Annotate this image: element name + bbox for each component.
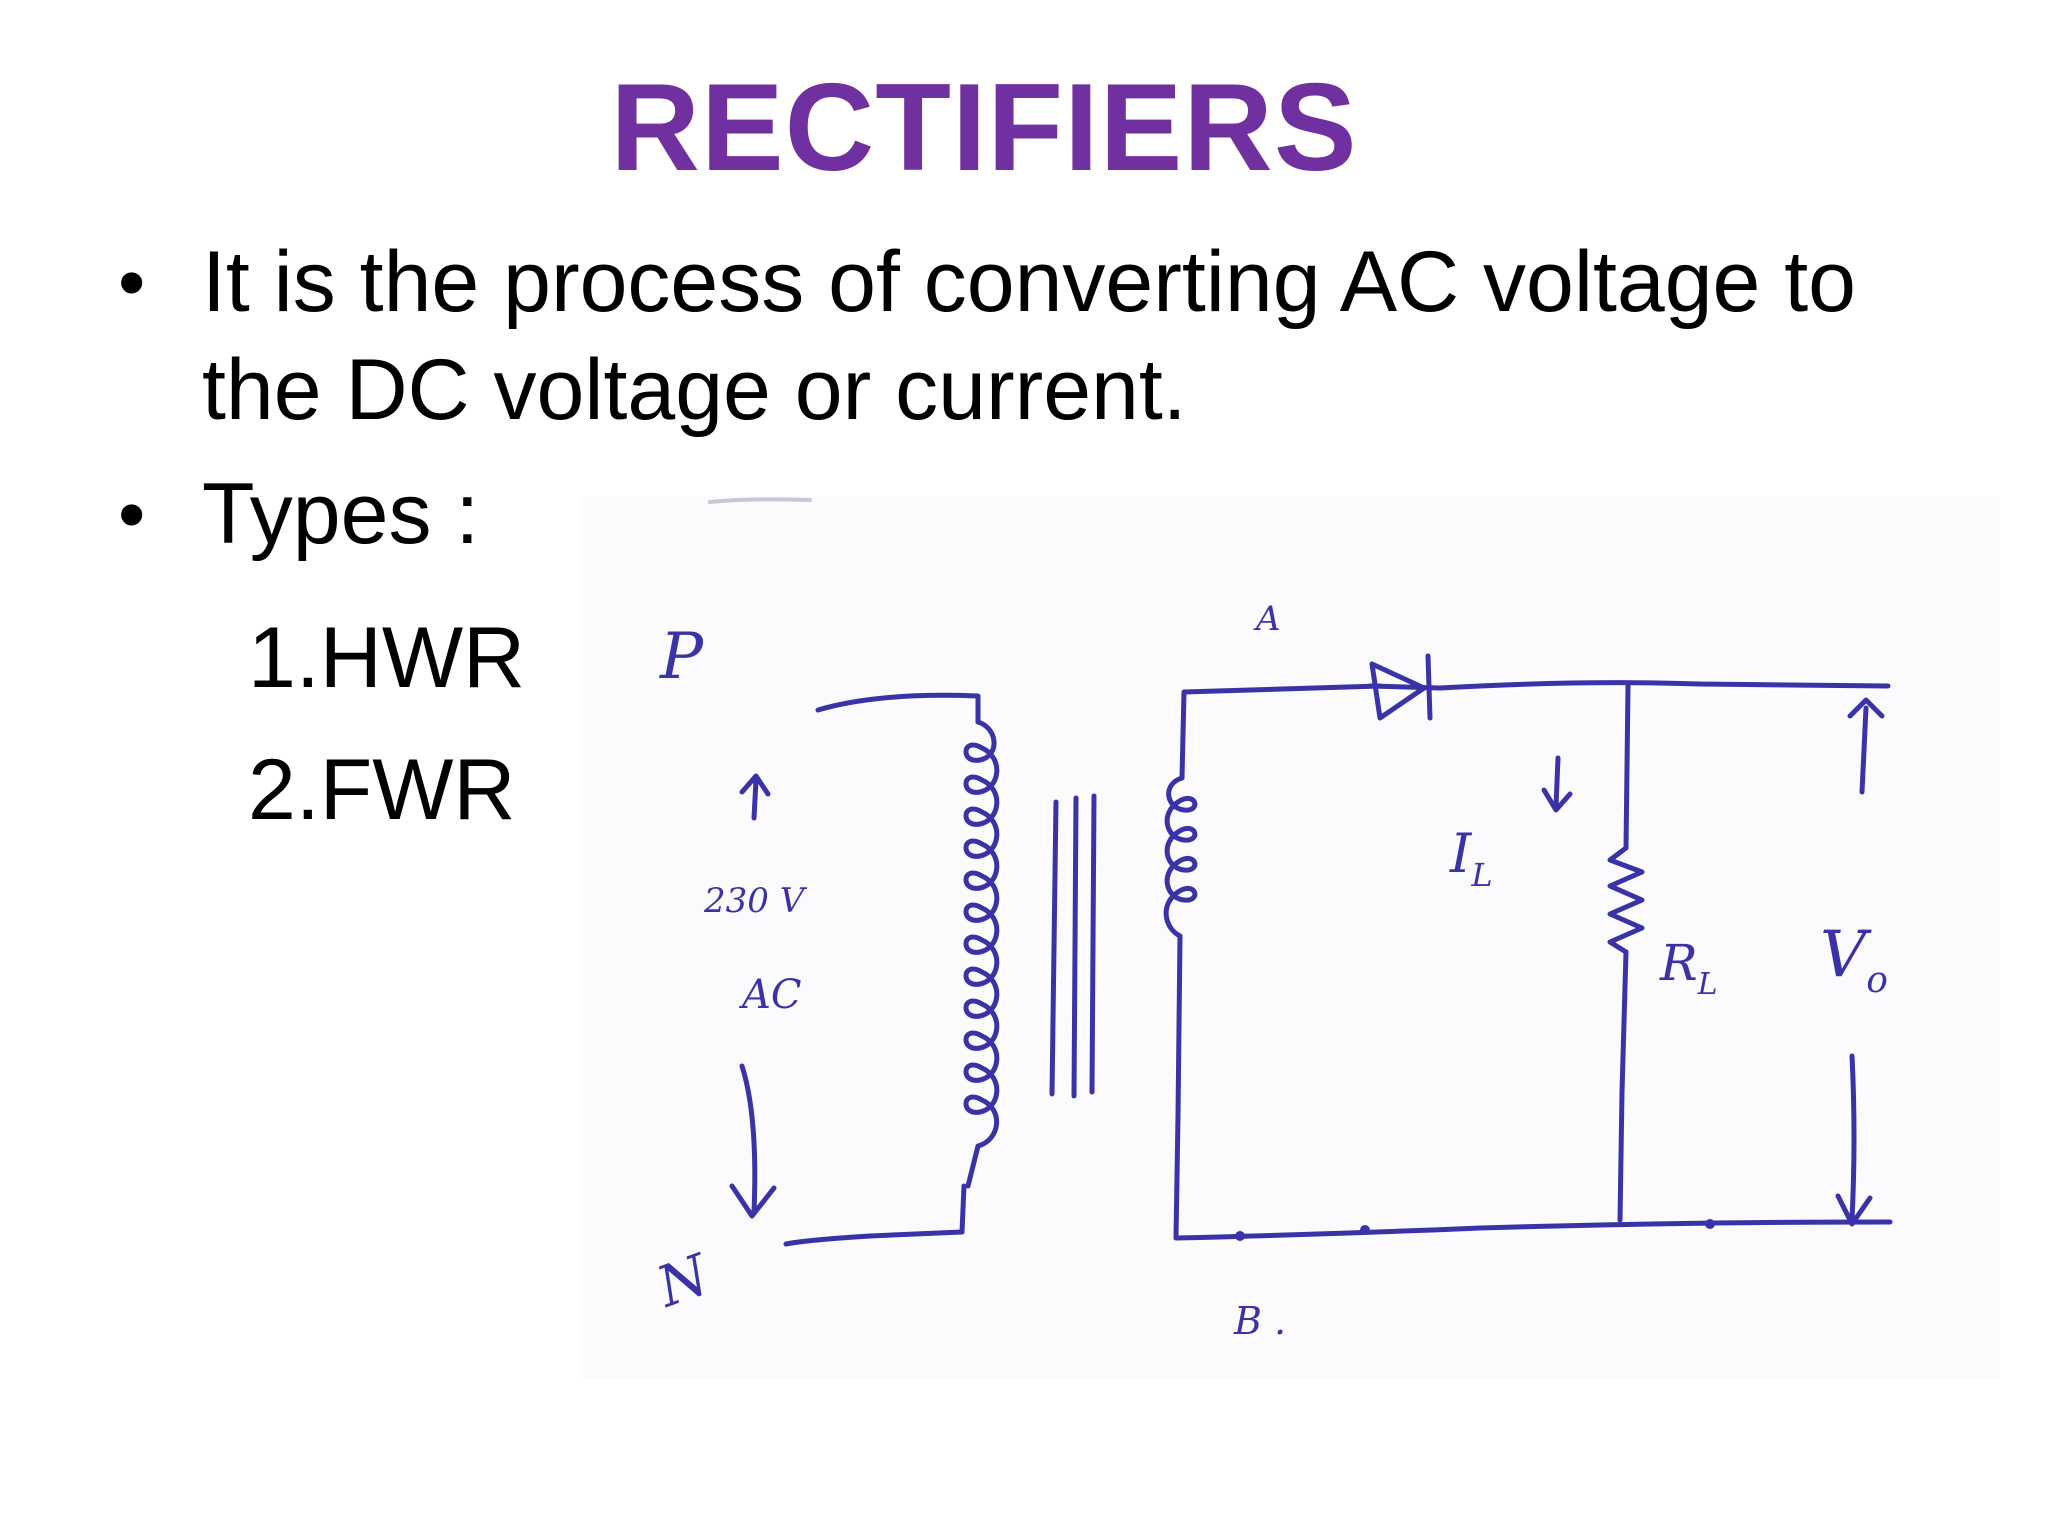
secondary-top-wire — [1179, 683, 1383, 781]
bottom-wire-dot — [1360, 1225, 1370, 1235]
load-branch-bottom-wire — [1617, 949, 1629, 1223]
label-output-voltage-sub: o — [1866, 960, 1888, 1001]
transformer-core-line-1 — [1049, 799, 1059, 1097]
label-input-type: AC — [738, 972, 802, 1018]
slide-title: RECTIFIERS — [610, 59, 1358, 197]
label-node-a: A — [1253, 599, 1281, 639]
label-load-resistor-sub: L — [1697, 967, 1718, 1002]
label-load-current-main: I — [1449, 822, 1473, 885]
bullet-definition: • It is the process of converting AC vol… — [118, 228, 1938, 444]
bullet-types-text: Types : — [202, 466, 480, 562]
transformer-core-line-3 — [1089, 793, 1097, 1095]
load-current-arrow-icon — [1541, 755, 1573, 813]
label-node-b: B . — [1233, 1299, 1286, 1343]
label-load-resistor: RL — [1659, 934, 1718, 1002]
types-list: 1.HWR 2.FWR — [248, 592, 525, 856]
load-branch-top-wire — [1623, 683, 1631, 851]
output-top-wire — [1437, 680, 1891, 691]
bullet-types: • Types : — [118, 460, 1938, 568]
primary-winding-coil — [963, 719, 1000, 1189]
diode-icon — [1367, 653, 1443, 721]
load-resistor-icon — [1607, 845, 1645, 955]
half-wave-rectifier-circuit-diagram: P N 230 V AC A B . IL RL Vo — [580, 496, 2000, 1378]
bullet-dot-icon: • — [118, 470, 146, 558]
secondary-winding-coil — [1163, 775, 1198, 939]
output-up-arrow-icon — [1847, 697, 1885, 795]
bottom-return-wire — [1173, 1219, 1893, 1241]
label-phase: P — [659, 620, 704, 694]
primary-bottom-wire — [783, 1183, 967, 1247]
bullet-dot-icon: • — [118, 238, 146, 326]
label-load-current-sub: L — [1470, 856, 1492, 894]
type-item-fwr: 2.FWR — [248, 742, 516, 838]
circuit-svg: P N 230 V AC A B . IL RL Vo — [647, 497, 1893, 1343]
bottom-wire-dot — [1705, 1219, 1715, 1229]
label-load-resistor-main: R — [1659, 934, 1698, 992]
scan-artifact-line — [708, 497, 812, 504]
label-input-voltage: 230 V — [703, 881, 808, 921]
input-down-arrow-icon — [729, 1063, 777, 1219]
label-output-voltage-main: V — [1820, 918, 1872, 992]
label-output-voltage: Vo — [1820, 918, 1888, 1001]
bullet-list: • It is the process of converting AC vol… — [118, 228, 1938, 568]
transformer-core-line-2 — [1071, 795, 1079, 1099]
bottom-wire-dot — [1235, 1231, 1245, 1241]
bullet-definition-text: It is the process of converting AC volta… — [202, 234, 1856, 438]
label-neutral: N — [647, 1242, 719, 1321]
input-up-arrow-icon — [739, 773, 771, 821]
output-down-arrow-icon — [1835, 1053, 1873, 1227]
secondary-bottom-left-wire — [1173, 933, 1183, 1241]
primary-top-wire — [815, 692, 981, 725]
type-item-hwr: 1.HWR — [248, 610, 526, 706]
label-load-current: IL — [1449, 822, 1493, 894]
